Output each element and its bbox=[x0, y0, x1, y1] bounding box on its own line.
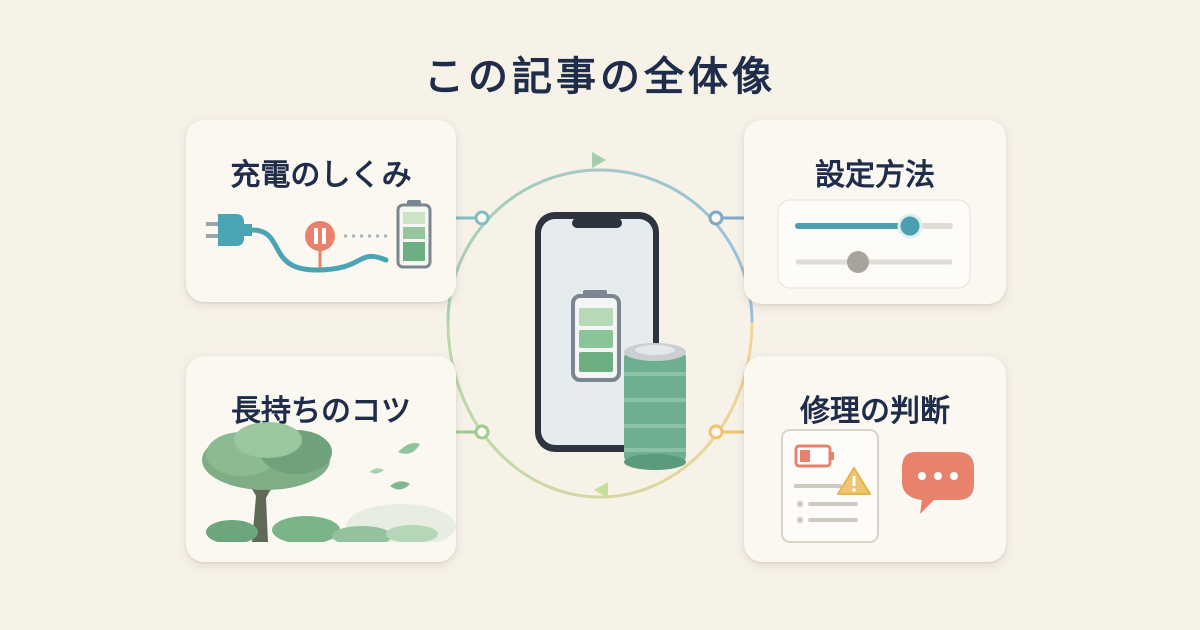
card-title: 充電のしくみ bbox=[230, 158, 412, 193]
connector-node-icon bbox=[474, 424, 490, 440]
battery-warning-document-icon bbox=[781, 429, 974, 543]
connector-node-icon bbox=[474, 210, 490, 226]
card-settings-method[interactable]: 設定方法 bbox=[744, 120, 1006, 304]
cycle-arc-bottom bbox=[446, 321, 754, 499]
card-charging-mechanism[interactable]: 充電のしくみ bbox=[186, 120, 456, 302]
connector-node-icon bbox=[708, 424, 724, 440]
connector-node-icon bbox=[708, 210, 724, 226]
sliders-icon bbox=[777, 199, 971, 289]
cycle-arc-top bbox=[446, 168, 754, 323]
card-longevity-tips[interactable]: 長持ちのコツ bbox=[186, 356, 456, 562]
card-title: 修理の判断 bbox=[800, 394, 950, 429]
arrow-right-icon bbox=[592, 152, 606, 168]
chat-bubble-icon bbox=[902, 452, 974, 514]
tree-icon bbox=[186, 422, 456, 562]
card-title: 設定方法 bbox=[815, 158, 935, 193]
arrow-left-icon bbox=[594, 482, 608, 498]
card-repair-decision[interactable]: 修理の判断 bbox=[744, 356, 1006, 562]
cylinder-battery-icon bbox=[624, 343, 686, 470]
plug-to-battery-icon bbox=[206, 200, 432, 273]
page-title: この記事の全体像 bbox=[424, 54, 776, 100]
